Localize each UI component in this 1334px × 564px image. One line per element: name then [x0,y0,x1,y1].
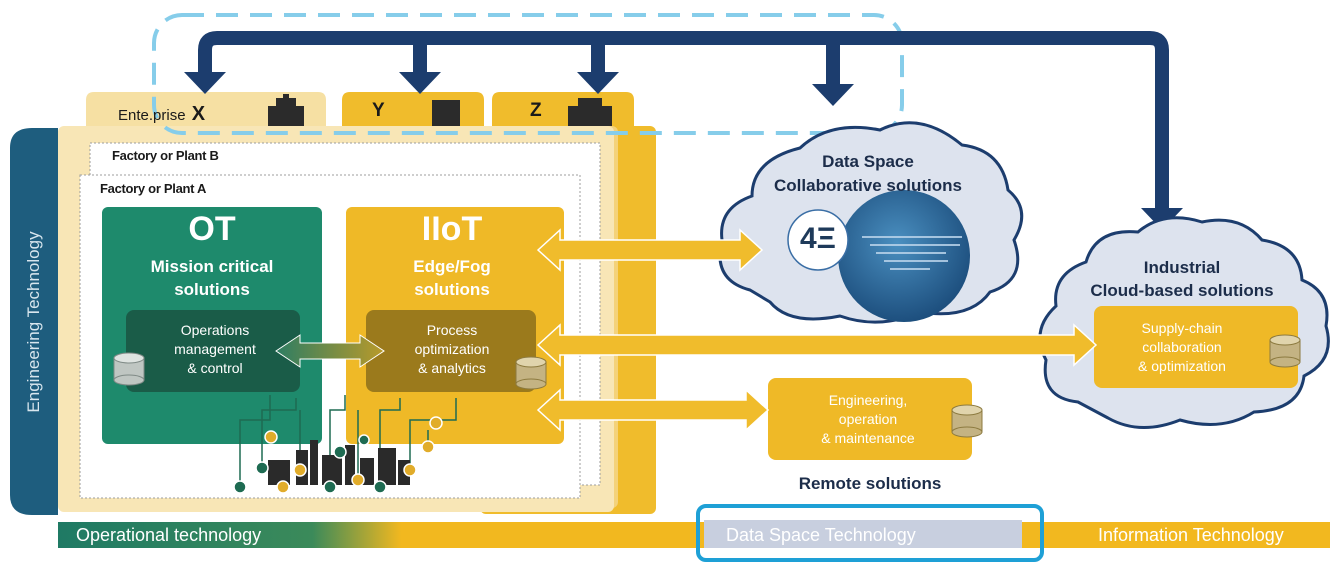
enterprise-x-letter: X [191,103,206,125]
data-space-highlight-frame [696,504,1044,562]
iiot-subtitle-2: solutions [414,280,490,299]
remote-inner-1: Engineering, [828,392,908,408]
industrial-inner-box [1094,306,1298,388]
navy-connector-arrows [198,31,1169,210]
ot-database-icon [113,352,145,386]
building-z-icon [568,98,612,126]
logo-4e-circle [787,209,849,271]
iiot-database-icon [515,356,547,390]
globe-dots [862,236,962,270]
iiot-inner-box [366,310,536,392]
enterprise-y-label: Y [372,100,385,121]
industrial-title-2: Cloud-based solutions [1090,281,1274,300]
iiot-dataspace-arrow [536,228,764,272]
ot-inner-3: & control [187,360,243,376]
iiot-inner-1: Process [426,322,478,338]
engineering-side-tab [10,128,58,515]
industrial-title-1: Industrial [1143,258,1221,277]
operational-technology-label: Operational technology [76,525,262,545]
data-space-title-2: Collaborative solutions [774,176,962,195]
building-y-icon [432,100,460,126]
remote-caption: Remote solutions [798,474,942,493]
industrial-inner-2: collaboration [1142,339,1222,355]
industrial-database-icon [1269,334,1301,368]
ot-title: OT [188,210,236,248]
factory-b-label: Factory or Plant B [112,148,219,163]
data-space-title-1: Data Space [822,152,914,171]
enterprise-z-label: Z [530,100,542,121]
data-space-bar-segment [704,520,1022,548]
iiot-inner-3: & analytics [418,360,486,376]
technology-bar [58,522,1330,548]
iiot-industrial-arrow [536,323,1098,367]
iiot-inner-2: optimization [414,341,490,357]
ot-iiot-arrow [275,334,385,368]
factory-nodes [233,416,443,494]
industrial-inner-3: & optimization [1138,358,1226,374]
ot-inner-2: management [174,341,256,357]
iiot-title: IIoT [421,210,483,248]
enterprise-x-tab [86,92,326,130]
enterprise-x-label: Ente.prise X [118,103,205,126]
enterprise-z-tab [492,92,634,130]
iiot-subtitle-1: Edge/Fog [413,257,491,276]
industrial-inner-1: Supply-chain [1141,320,1223,336]
ot-inner-1: Operations [180,322,250,338]
enterprise-x-prefix: Ente.prise [118,107,186,124]
enterprise-y-tab [342,92,484,130]
logo-4e-text: 4Ξ [800,222,836,255]
ot-inner-box [126,310,300,392]
data-space-dashed-frame [152,13,904,135]
engineering-technology-label: Engineering Technology [24,231,43,413]
ot-subtitle-1: Mission critical [150,257,274,276]
remote-inner-2: operation [838,411,898,427]
factory-a-label: Factory or Plant A [100,181,207,196]
remote-database-icon [951,404,983,438]
remote-inner-3: & maintenance [821,430,915,446]
information-technology-label: Information Technology [1098,525,1284,545]
ot-subtitle-2: solutions [174,280,250,299]
building-x-icon [268,94,304,126]
globe-graphic [838,190,970,322]
remote-box [768,378,972,460]
iiot-remote-arrow [536,388,770,432]
data-space-technology-label: Data Space Technology [726,525,916,545]
